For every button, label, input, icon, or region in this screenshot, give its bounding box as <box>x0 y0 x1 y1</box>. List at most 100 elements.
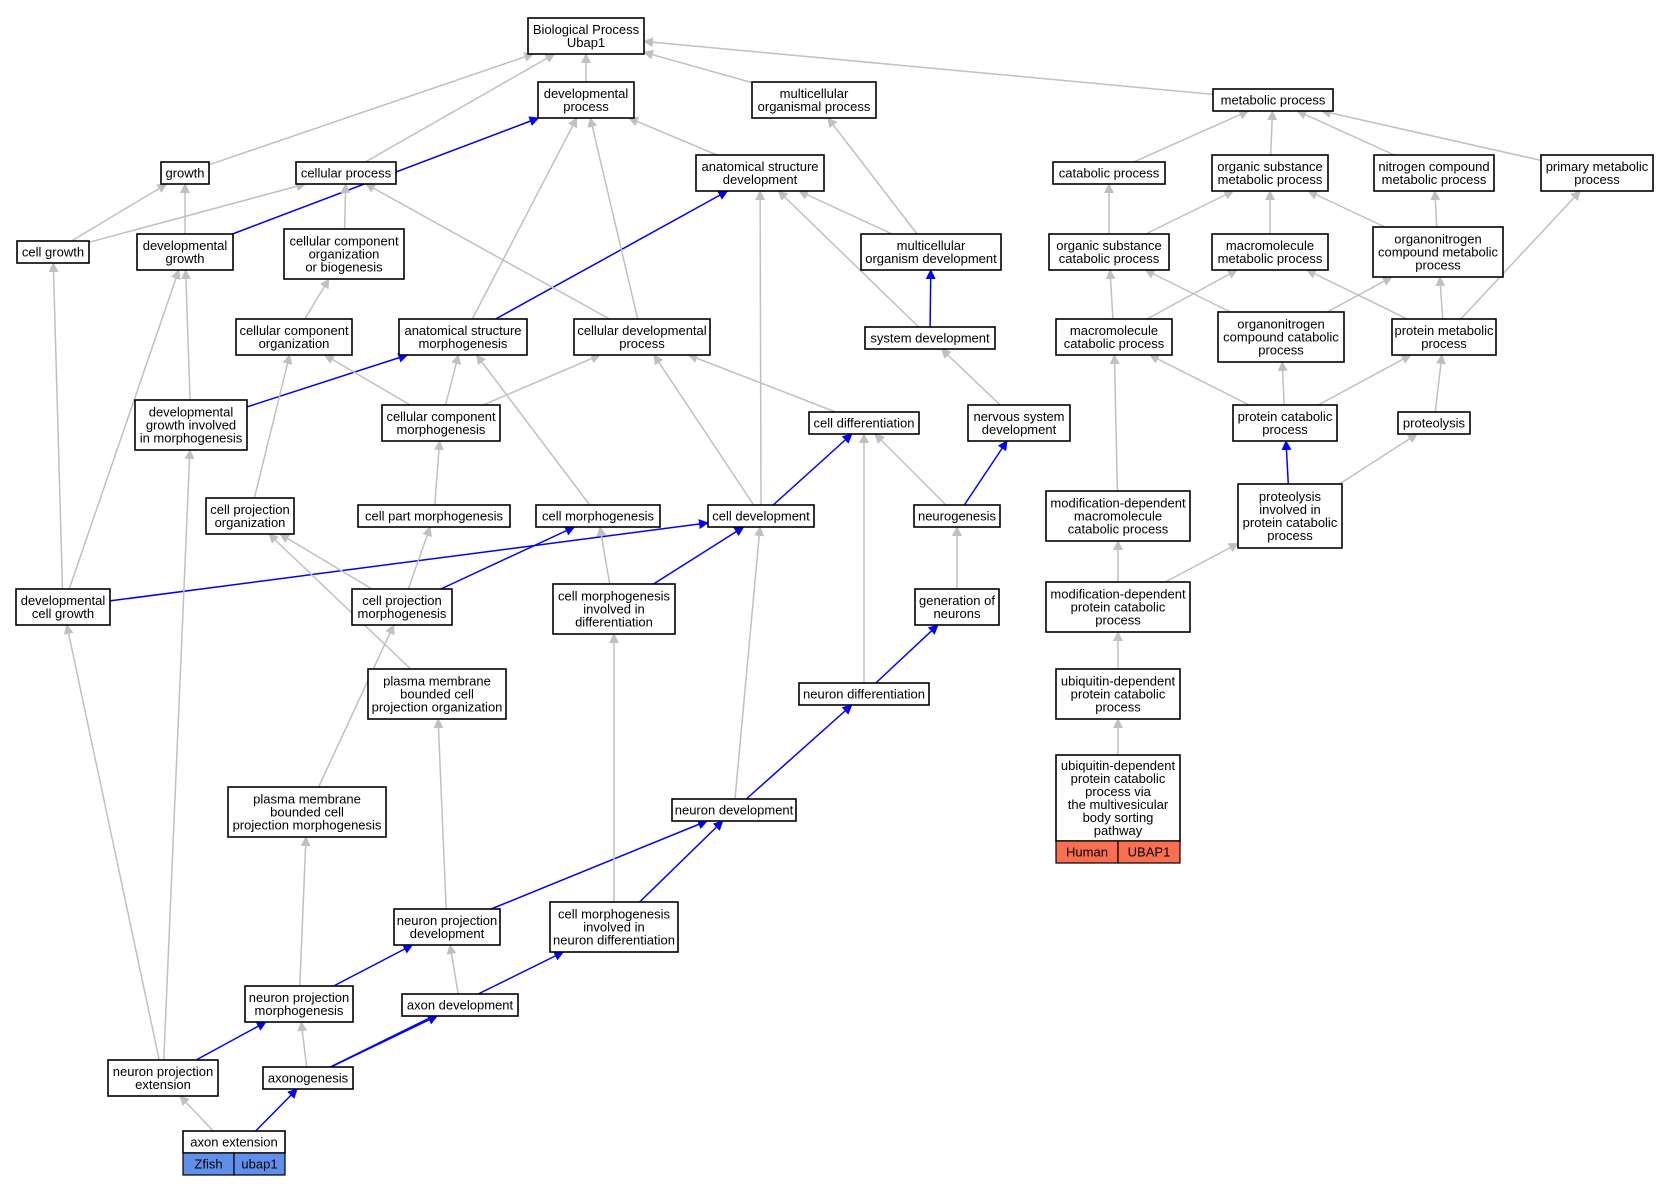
node-box[interactable] <box>393 908 501 946</box>
node-cell_dev[interactable]: cell development <box>707 504 815 528</box>
node-box[interactable] <box>527 17 645 55</box>
node-box[interactable] <box>15 588 111 626</box>
node-box[interactable] <box>537 81 635 119</box>
node-box[interactable] <box>798 682 930 706</box>
node-box[interactable] <box>1211 154 1329 192</box>
node-axon_dev[interactable]: axon development <box>401 993 519 1017</box>
node-box[interactable] <box>914 588 1000 626</box>
node-box[interactable] <box>549 901 679 953</box>
node-box[interactable] <box>1052 161 1166 185</box>
node-cell_part_morph[interactable]: cell part morphogenesis <box>357 504 511 528</box>
node-box[interactable] <box>671 798 797 822</box>
node-box[interactable] <box>1211 233 1329 271</box>
node-box[interactable] <box>864 326 996 350</box>
node-neuron_diff[interactable]: neuron differentiation <box>798 682 930 706</box>
node-system_dev[interactable]: system development <box>864 326 996 350</box>
node-box[interactable] <box>751 81 877 119</box>
node-box[interactable] <box>398 318 528 356</box>
node-box[interactable] <box>1212 88 1334 112</box>
node-box[interactable] <box>913 504 1001 528</box>
node-box[interactable] <box>1372 226 1504 278</box>
node-box[interactable] <box>160 161 210 185</box>
node-box[interactable] <box>227 786 387 838</box>
node-box[interactable] <box>283 228 405 280</box>
node-box[interactable] <box>535 504 661 528</box>
node-box[interactable] <box>695 154 825 192</box>
node-box[interactable] <box>295 161 397 185</box>
node-metabolic[interactable]: metabolic process <box>1212 88 1334 112</box>
node-box[interactable] <box>1217 311 1345 363</box>
node-catabolic[interactable]: catabolic process <box>1052 161 1166 185</box>
node-cell_growth[interactable]: cell growth <box>16 240 90 264</box>
node-box[interactable] <box>1045 490 1191 542</box>
node-box[interactable] <box>552 583 676 635</box>
node-box[interactable] <box>401 993 519 1017</box>
node-box[interactable] <box>244 985 354 1023</box>
node-box[interactable] <box>107 1059 219 1097</box>
node-growth[interactable]: growth <box>160 161 210 185</box>
node-axonogenesis[interactable]: axonogenesis <box>262 1066 354 1090</box>
node-neurogenesis[interactable]: neurogenesis <box>913 504 1001 528</box>
node-box[interactable] <box>573 318 711 356</box>
node-box[interactable] <box>262 1066 354 1090</box>
node-box[interactable] <box>1540 154 1654 192</box>
node-box[interactable] <box>1048 233 1170 271</box>
node-box[interactable] <box>1397 411 1471 435</box>
node-box[interactable] <box>351 588 453 626</box>
node-box[interactable] <box>1055 754 1181 842</box>
node-box[interactable] <box>205 497 295 535</box>
node-box[interactable] <box>367 668 507 720</box>
node-box[interactable] <box>235 318 353 356</box>
node-box[interactable] <box>16 240 90 264</box>
node-box[interactable] <box>967 404 1071 442</box>
node-proteolysis[interactable]: proteolysis <box>1397 411 1471 435</box>
node-cell_morph[interactable]: cell morphogenesis <box>535 504 661 528</box>
node-box[interactable] <box>357 504 511 528</box>
node-box[interactable] <box>1055 318 1173 356</box>
node-box[interactable] <box>860 233 1002 271</box>
node-box[interactable] <box>1232 404 1338 442</box>
node-neuron_dev[interactable]: neuron development <box>671 798 797 822</box>
node-cell_diff[interactable]: cell differentiation <box>808 411 920 435</box>
node-box[interactable] <box>134 399 248 451</box>
node-box[interactable] <box>1055 668 1181 720</box>
node-box[interactable] <box>1237 483 1343 549</box>
node-box[interactable] <box>136 233 234 271</box>
node-box[interactable] <box>1373 154 1495 192</box>
node-box[interactable] <box>808 411 920 435</box>
node-box[interactable] <box>1391 318 1497 356</box>
